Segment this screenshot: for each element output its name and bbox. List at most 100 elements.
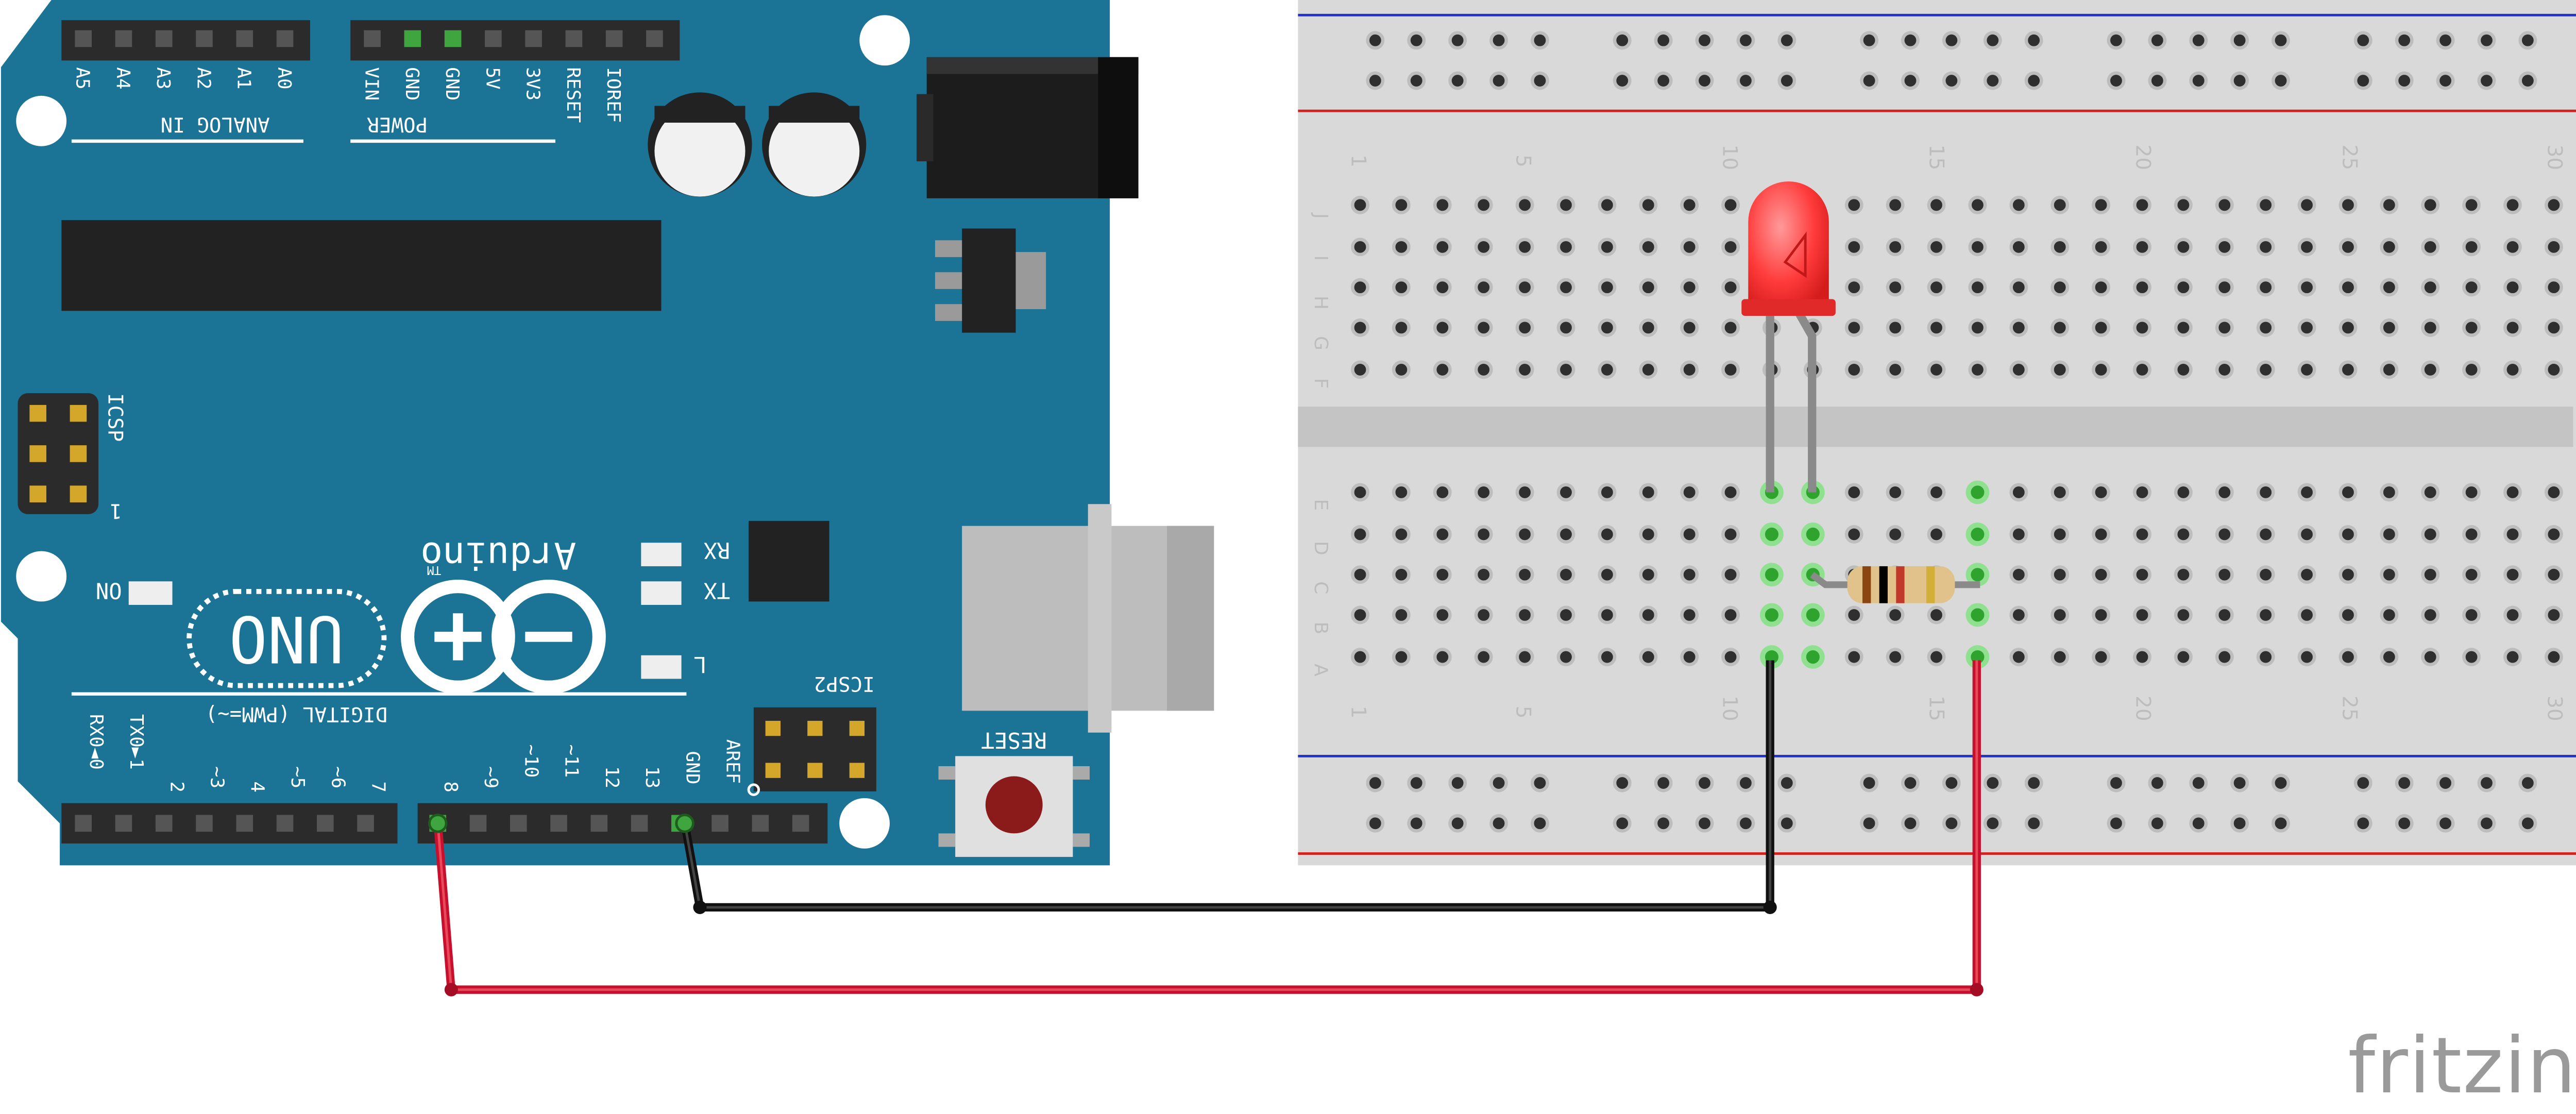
breadboard-hole: [2148, 814, 2167, 833]
tx-led: [641, 581, 682, 605]
breadboard-hole: [1639, 195, 1658, 214]
breadboard-hole: [1654, 71, 1673, 90]
digital-pin-label: 8: [440, 781, 461, 792]
breadboard-hole: [2133, 525, 2151, 544]
breadboard-hole: [2436, 71, 2455, 90]
analog-pin-label: A2: [193, 67, 214, 89]
arduino-uno-board: A5 A4 A3 A2 A1 A0 ANALOG IN: [1, 0, 1214, 866]
digital-pin-label: ~10: [520, 745, 541, 778]
breadboard-hole: [1474, 278, 1493, 297]
breadboard-hole: [2009, 278, 2028, 297]
breadboard-hole: [1680, 318, 1699, 337]
breadboard-hole: [1531, 773, 1549, 792]
breadboard-hole: [2230, 71, 2249, 90]
breadboard-hole: [2256, 195, 2275, 214]
breadboard-hole: [2107, 814, 2126, 833]
breadboard-hole: [1680, 565, 1699, 584]
breadboard-hole: [1515, 278, 1534, 297]
breadboard-hole: [1968, 318, 1987, 337]
breadboard-hole: [1760, 603, 1784, 627]
breadboard-hole: [2421, 278, 2440, 297]
breadboard-hole: [1695, 773, 1714, 792]
breadboard-hole: [2503, 238, 2522, 257]
breadboard-hole: [1927, 195, 1946, 214]
breadboard-hole: [1639, 278, 1658, 297]
breadboard-hole: [2272, 814, 2290, 833]
breadboard-hole: [2297, 525, 2316, 544]
column-number: 1: [1347, 706, 1370, 719]
breadboard-hole: [2050, 565, 2070, 584]
breadboard-hole: [1433, 565, 1452, 584]
breadboard-hole: [2380, 648, 2399, 666]
l-label: L: [693, 652, 707, 677]
breadboard-hole: [2380, 525, 2399, 544]
breadboard-hole: [1680, 648, 1699, 666]
power-group-label: POWER: [367, 112, 428, 136]
breadboard-hole: [2380, 605, 2399, 624]
breadboard-hole: [1983, 31, 2002, 50]
breadboard-hole: [1392, 360, 1411, 379]
breadboard-hole: [2133, 278, 2151, 297]
breadboard-hole: [2050, 605, 2070, 624]
breadboard-hole: [1801, 603, 1825, 627]
breadboard-hole: [2174, 605, 2193, 624]
breadboard-hole: [1901, 71, 1920, 90]
breadboard-hole: [2338, 605, 2358, 624]
icsp-label: ICSP: [104, 393, 127, 442]
breadboard-hole: [2092, 648, 2111, 666]
breadboard-hole: [1366, 31, 1385, 50]
breadboard-hole: [1515, 195, 1534, 214]
breadboard-hole: [1392, 565, 1411, 584]
breadboard-hole: [2297, 195, 2316, 214]
breadboard-hole: [1844, 605, 1863, 624]
breadboard-hole: [2133, 238, 2151, 257]
breadboard-hole: [1474, 195, 1493, 214]
breadboard-hole: [2215, 278, 2234, 297]
breadboard-hole: [2272, 31, 2290, 50]
breadboard-hole: [1860, 773, 1879, 792]
breadboard-hole: [1639, 648, 1658, 666]
column-number: 20: [2131, 144, 2155, 170]
breadboard-hole: [1942, 71, 1961, 90]
breadboard-hole: [2107, 71, 2126, 90]
breadboard-hole: [2256, 238, 2275, 257]
breadboard-hole: [1392, 483, 1411, 502]
breadboard-hole: [1860, 814, 1879, 833]
breadboard-hole: [1489, 71, 1508, 90]
resistor: [1810, 566, 1980, 603]
breadboard-hole: [1695, 71, 1714, 90]
breadboard-hole: [2421, 605, 2440, 624]
gnd-pin-contact: [675, 814, 694, 833]
breadboard-hole: [2436, 31, 2455, 50]
row-labels: J I H G F E D C B A J I H G F E D C B A: [1310, 212, 1331, 677]
breadboard-hole: [1515, 648, 1534, 666]
breadboard-hole: [2338, 483, 2358, 502]
breadboard-hole: [2297, 565, 2316, 584]
breadboard-hole: [1613, 71, 1632, 90]
breadboard-hole: [1407, 31, 1426, 50]
breadboard-hole: [2421, 648, 2440, 666]
digital-pin-label: 2: [166, 781, 187, 792]
breadboard-hole: [1598, 525, 1617, 544]
column-number: 10: [1718, 144, 1741, 170]
analog-pin-label: A1: [233, 67, 255, 89]
breadboard-hole: [1392, 525, 1411, 544]
breadboard-hole: [2009, 605, 2028, 624]
breadboard-hole: [1433, 318, 1452, 337]
breadboard-hole: [1448, 71, 1467, 90]
analog-pin-label: A0: [274, 67, 295, 89]
breadboard-hole: [2272, 773, 2290, 792]
breadboard-hole: [2503, 605, 2522, 624]
breadboard-hole: [2297, 483, 2316, 502]
breadboard-hole: [1474, 238, 1493, 257]
breadboard-hole: [1531, 814, 1549, 833]
breadboard-hole: [1927, 648, 1946, 666]
power-pin-label: IOREF: [603, 67, 624, 123]
led-body: [1748, 181, 1829, 313]
breadboard-hole: [2092, 565, 2111, 584]
column-number: 20: [2131, 696, 2155, 721]
breadboard-hole: [1721, 238, 1740, 257]
reset-button[interactable]: RESET: [938, 728, 1090, 857]
breadboard-hole: [2050, 278, 2070, 297]
breadboard-hole: [2148, 71, 2167, 90]
